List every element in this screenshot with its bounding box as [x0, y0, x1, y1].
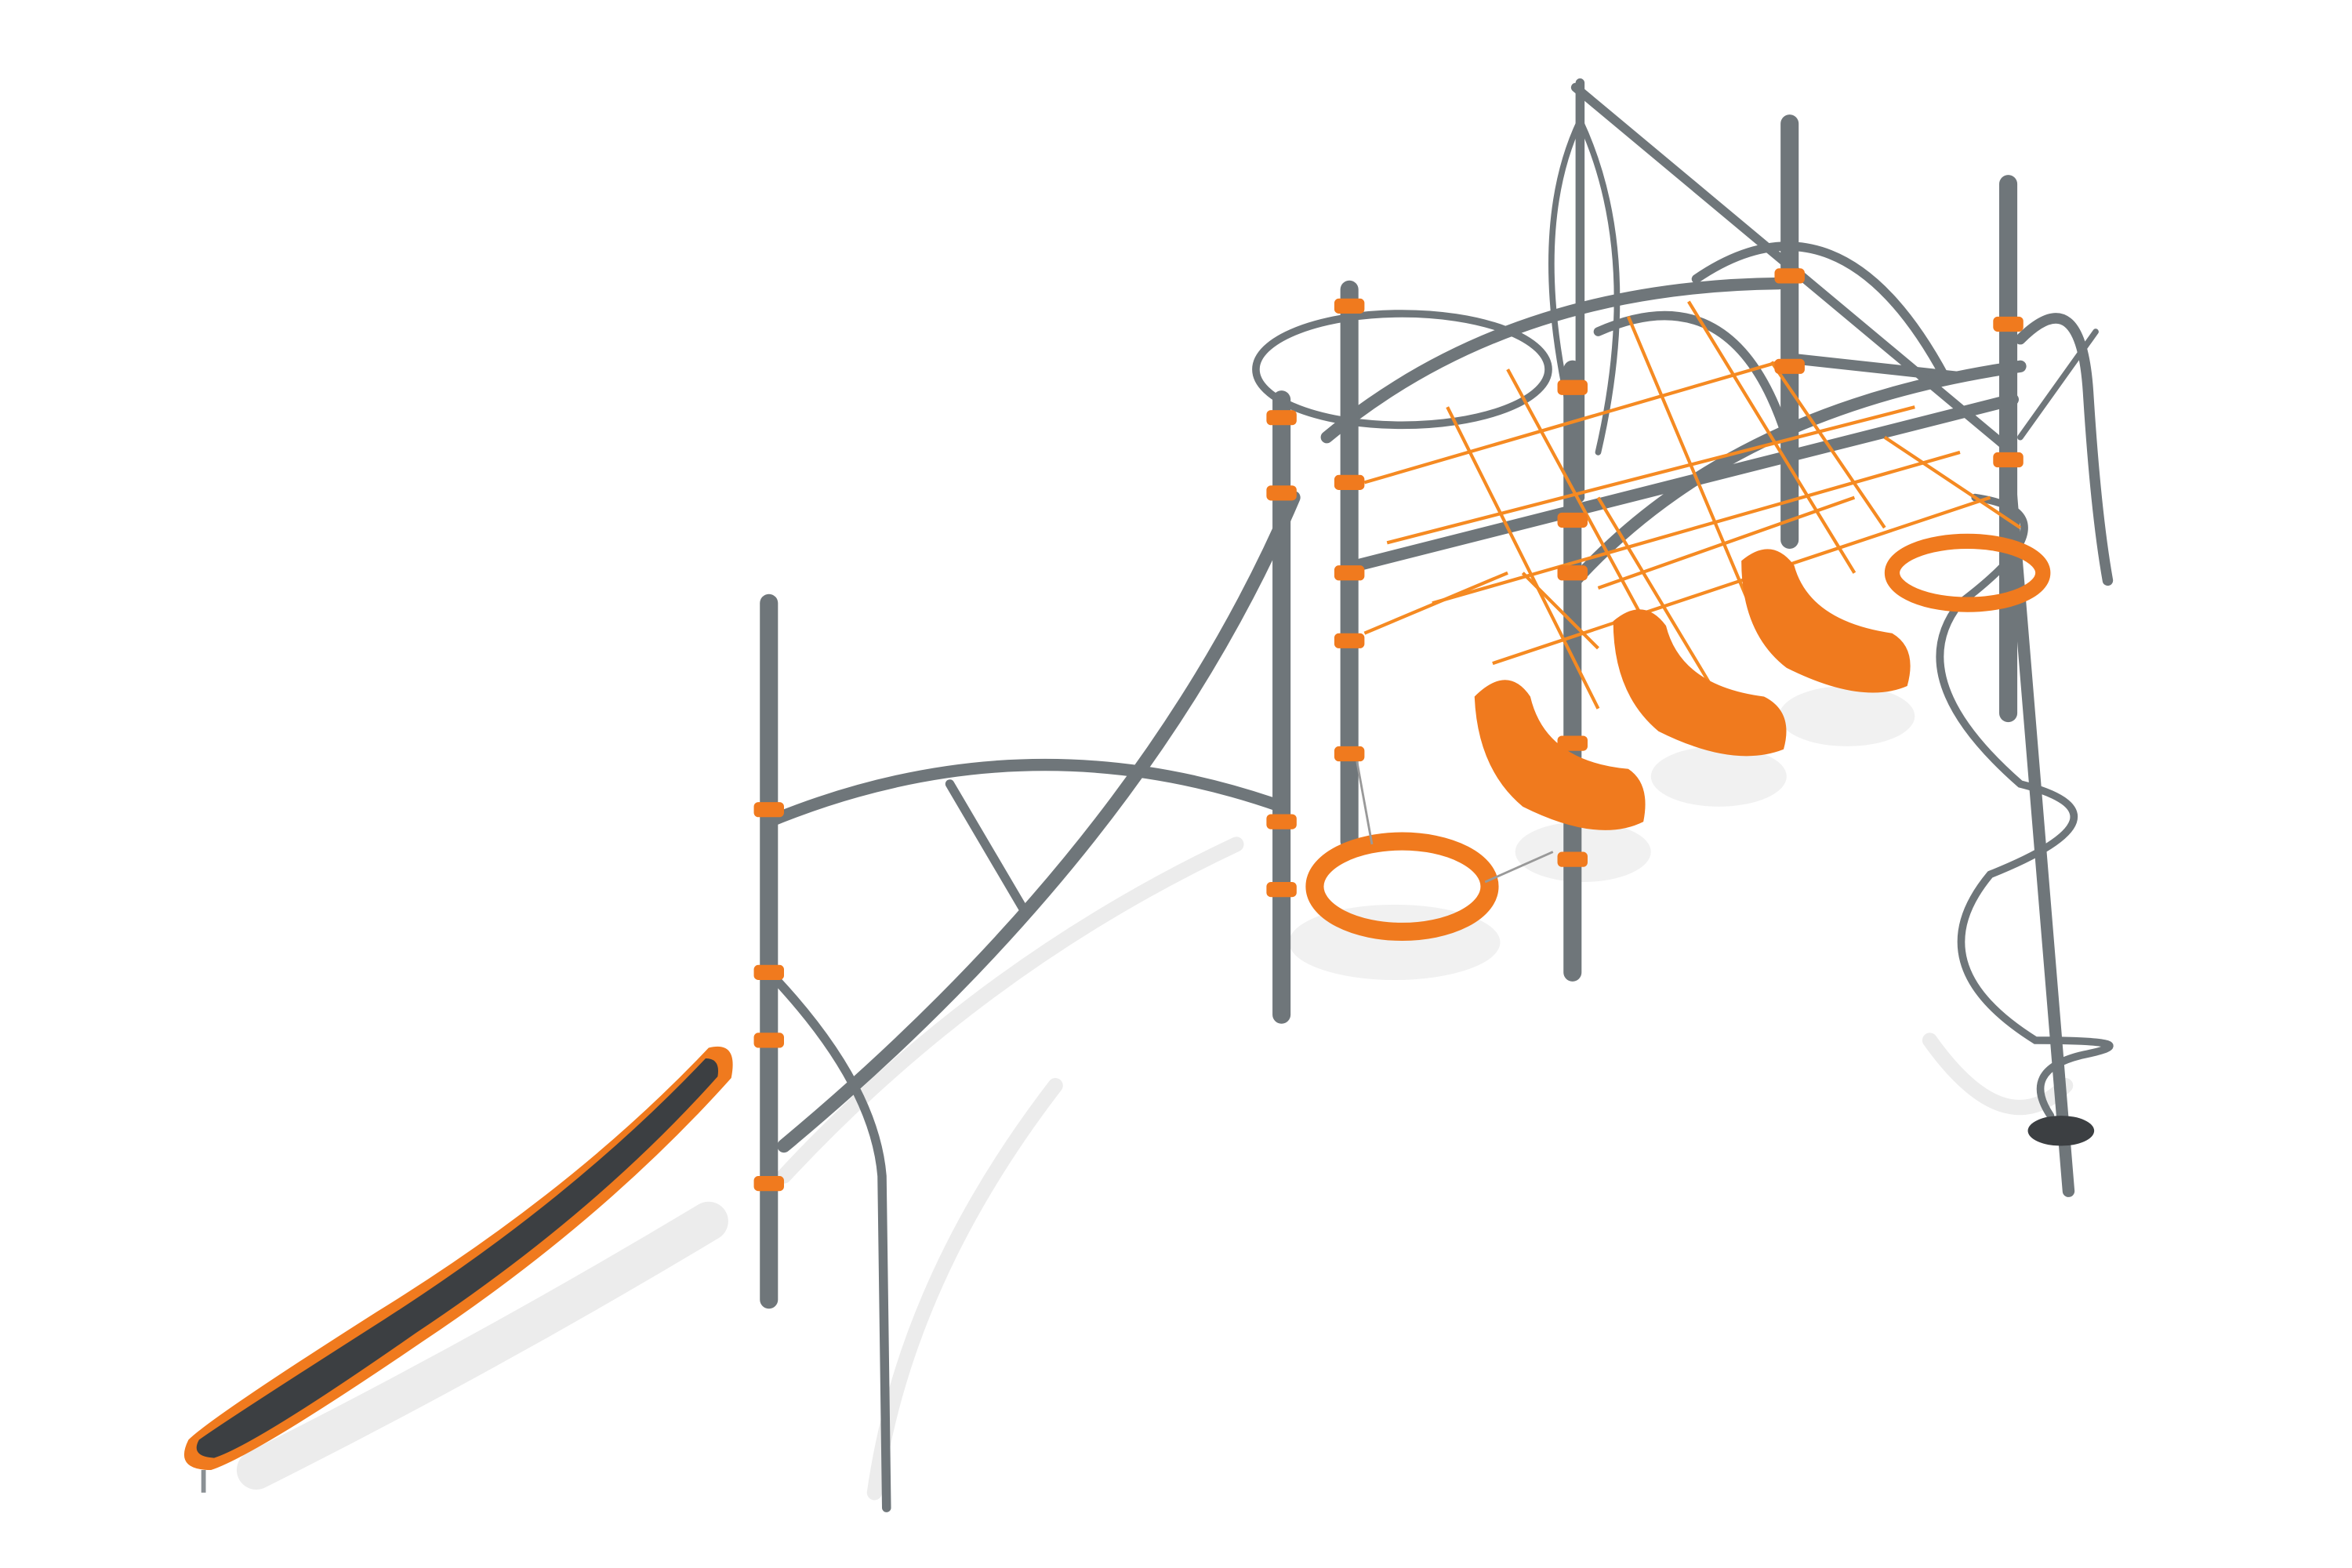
- seat-3: [1741, 549, 1911, 693]
- end-ring: [1884, 533, 2051, 612]
- ground-shadows: [236, 686, 2074, 1501]
- end-arch: [2015, 313, 2114, 586]
- curved-climber: [777, 490, 1301, 1153]
- swing-elements: [1305, 533, 2051, 941]
- rope-net: [1363, 300, 2022, 725]
- arch-bar: [763, 758, 1288, 828]
- cross-beam: [1351, 393, 2019, 572]
- top-ring: [1252, 310, 1552, 430]
- top-beam-1: [1320, 277, 1785, 444]
- top-beam-2: [1569, 360, 2027, 587]
- seat-1: [1474, 680, 1646, 830]
- orange-clamps: [753, 268, 2024, 1192]
- seat-2: [1613, 609, 1787, 757]
- slide-surface: [196, 1058, 719, 1458]
- bottom-ring: [1305, 832, 1499, 941]
- bent-leg: [771, 975, 891, 1512]
- slide: [183, 1046, 733, 1493]
- base-plate: [2027, 1116, 2095, 1146]
- frame: [763, 78, 2114, 1512]
